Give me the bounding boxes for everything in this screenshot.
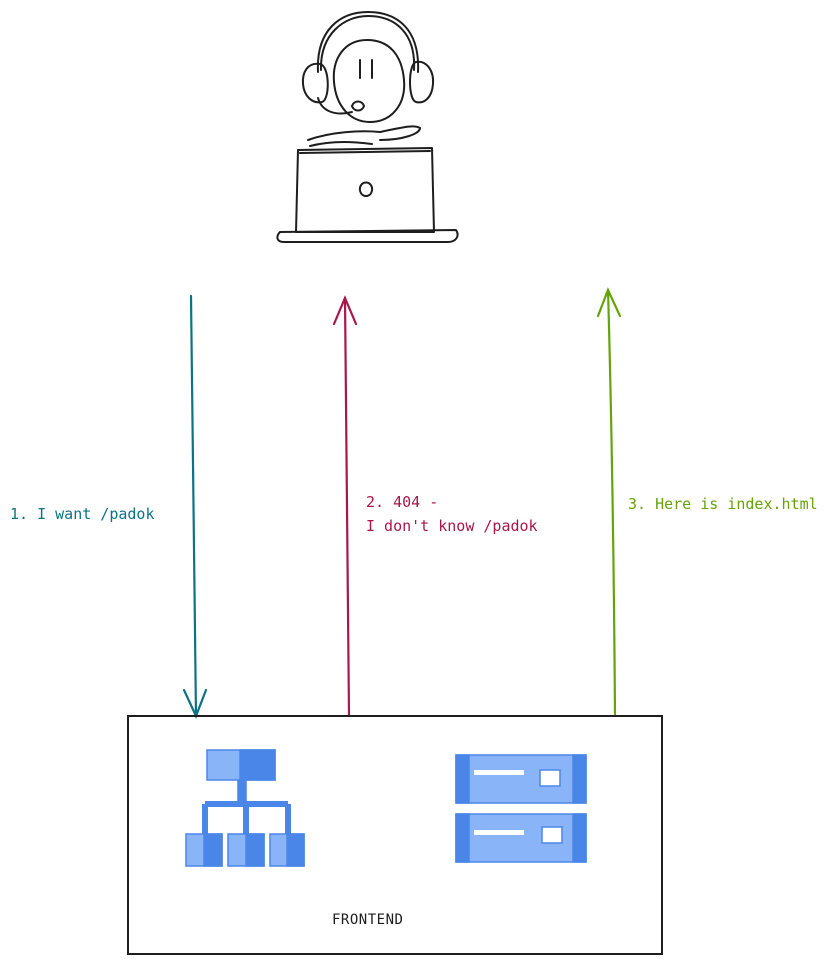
error-response-arrow (332, 295, 358, 718)
load-balancer-hierarchy-icon (185, 749, 305, 867)
person-with-headset-at-laptop-icon (276, 11, 459, 243)
step-1-label: 1. I want /padok (10, 505, 155, 523)
step-2-label-line2: I don't know /padok (366, 517, 538, 535)
frontend-label: FRONTEND (332, 912, 404, 928)
server-rack-icon (455, 754, 587, 863)
request-arrow (182, 294, 208, 719)
step-2-label-line1: 2. 404 - (366, 493, 439, 511)
step-3-label: 3. Here is index.html (628, 495, 818, 513)
step-2-label: 2. 404 - I don't know /padok (366, 490, 538, 538)
frontend-box (127, 715, 663, 955)
success-response-arrow (596, 287, 622, 716)
